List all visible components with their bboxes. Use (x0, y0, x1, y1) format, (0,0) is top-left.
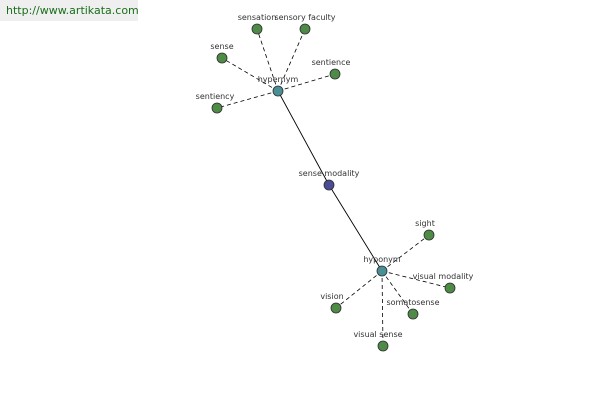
edge-hyponym-visual-sense (381, 270, 384, 347)
edge-hyponym-visual-modality (381, 270, 451, 289)
node-hyponym[interactable] (376, 265, 388, 277)
graph-nodes (211, 23, 456, 352)
node-sight[interactable] (423, 229, 435, 241)
edge-hyponym-somatosense (381, 270, 414, 315)
node-center[interactable] (323, 179, 335, 191)
edge-hypernym-sensory-faculty (277, 28, 306, 92)
node-label-hypernym: hypernym (258, 75, 299, 84)
node-label-sentiency: sentiency (196, 92, 235, 101)
node-visual-sense[interactable] (377, 340, 389, 352)
node-label-hyponym: hyponym (363, 255, 401, 264)
node-sentiency[interactable] (211, 102, 223, 114)
node-label-visual-sense: visual sense (353, 330, 402, 339)
node-label-sight: sight (415, 219, 435, 228)
edge-hypernym-sentience (277, 73, 336, 92)
edge-hypernym-sense (221, 57, 279, 92)
edge-hypernym-center (277, 90, 330, 186)
node-sentience[interactable] (329, 68, 341, 80)
edge-hypernym-sentiency (216, 90, 279, 109)
node-sensory-faculty[interactable] (299, 23, 311, 35)
node-sensation[interactable] (251, 23, 263, 35)
node-label-visual-modality: visual modality (413, 272, 474, 281)
node-label-sense: sense (210, 42, 233, 51)
node-somatosense[interactable] (407, 308, 419, 320)
graph-edges (216, 28, 451, 347)
node-vision[interactable] (330, 302, 342, 314)
node-label-center: sense modality (299, 169, 360, 178)
node-sense[interactable] (216, 52, 228, 64)
node-label-somatosense: somatosense (386, 298, 439, 307)
edge-hyponym-center (328, 184, 383, 272)
edge-hyponym-vision (335, 270, 383, 309)
node-label-sensory-faculty: sensory faculty (274, 13, 335, 22)
source-link[interactable]: http://www.artikata.com (6, 4, 139, 17)
node-label-vision: vision (320, 292, 343, 301)
node-label-sensation: sensation (238, 13, 277, 22)
node-label-sentience: sentience (312, 58, 351, 67)
node-hypernym[interactable] (272, 85, 284, 97)
node-visual-modality[interactable] (444, 282, 456, 294)
source-banner: http://www.artikata.com (0, 0, 139, 21)
edge-hyponym-sight (381, 234, 430, 272)
edge-hypernym-sensation (256, 28, 279, 92)
